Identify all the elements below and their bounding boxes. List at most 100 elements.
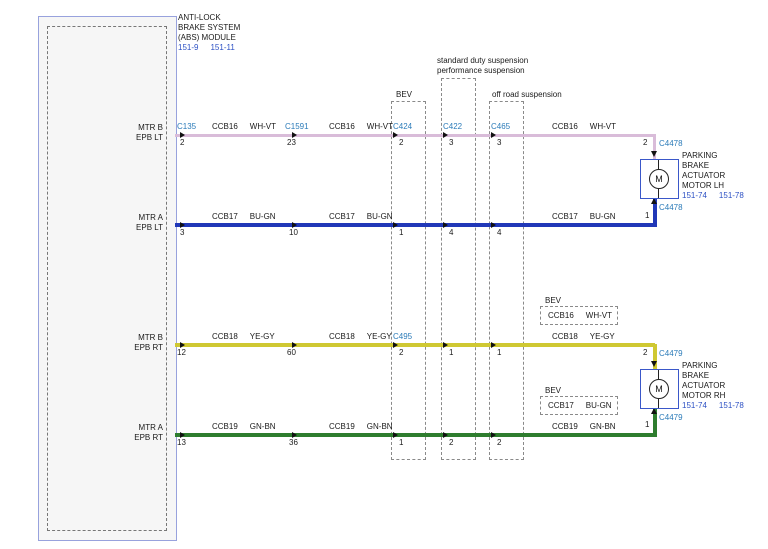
motor-rh-symbol: M xyxy=(640,369,679,409)
bev-insert-label: BEV xyxy=(545,386,562,395)
pin-number: 4 xyxy=(449,228,454,237)
pin-number: 1 xyxy=(399,438,404,447)
pin-number: 1 xyxy=(645,211,650,220)
connector-arrow-icon xyxy=(651,361,657,367)
abs-module-inner-dashed-box xyxy=(47,26,167,531)
connector-label-c4479[interactable]: C4479 xyxy=(659,413,683,422)
connector-arrow-icon xyxy=(393,222,398,228)
pin-number: 1 xyxy=(497,348,502,357)
motor-rh-label: PARKING BRAKE ACTUATOR MOTOR RH xyxy=(682,361,726,400)
connector-arrow-icon xyxy=(292,432,297,438)
pin-number: 1 xyxy=(645,420,650,429)
connector-label-c465[interactable]: C465 xyxy=(491,122,511,131)
connector-arrow-icon xyxy=(292,132,297,138)
page-ref-link[interactable]: 151-74 xyxy=(682,191,707,200)
pin-number: 3 xyxy=(497,138,502,147)
pin-number: 2 xyxy=(643,348,648,357)
motor-terminal xyxy=(658,189,659,198)
pin-number: 10 xyxy=(289,228,298,237)
page-ref-link[interactable]: 151-9 xyxy=(178,43,199,52)
wire-ccb18 xyxy=(175,343,655,347)
pin-number: 60 xyxy=(287,348,296,357)
motor-lh-label: PARKING BRAKE ACTUATOR MOTOR LH xyxy=(682,151,726,190)
pin-number: 4 xyxy=(497,228,502,237)
abs-module-title-line: (ABS) MODULE xyxy=(178,33,236,42)
motor-lh-page-refs: 151-74 151-78 xyxy=(682,192,744,200)
motor-terminal xyxy=(658,160,659,169)
option-label-offroad: off road suspension xyxy=(492,90,562,99)
page-ref-link[interactable]: 151-11 xyxy=(210,43,235,52)
pin-number: 1 xyxy=(399,228,404,237)
abs-module-title-line: BRAKE SYSTEM xyxy=(178,23,241,32)
option-label-bev: BEV xyxy=(396,90,413,99)
abs-module-page-refs: 151-9 151-11 xyxy=(178,44,235,52)
connector-arrow-icon xyxy=(393,432,398,438)
pin-number: 2 xyxy=(180,138,185,147)
connector-arrow-icon xyxy=(651,408,657,414)
option-box-bev xyxy=(391,101,426,460)
page-ref-link[interactable]: 151-78 xyxy=(718,401,744,410)
connector-arrow-icon xyxy=(180,342,185,348)
page-ref-link[interactable]: 151-74 xyxy=(682,401,707,410)
pin-number: 2 xyxy=(399,138,404,147)
motor-terminal xyxy=(658,370,659,379)
connector-arrow-icon xyxy=(180,132,185,138)
motor-terminal xyxy=(658,399,659,408)
pin-number: 2 xyxy=(497,438,502,447)
connector-arrow-icon xyxy=(443,432,448,438)
wire-ccb17-rise xyxy=(653,197,657,227)
connector-label-c4478[interactable]: C4478 xyxy=(659,139,683,148)
pin-number: 1 xyxy=(449,348,454,357)
connector-label-c4478[interactable]: C4478 xyxy=(659,203,683,212)
connector-arrow-icon xyxy=(443,132,448,138)
pin-number: 12 xyxy=(177,348,186,357)
connector-label-c135[interactable]: C135 xyxy=(177,122,197,131)
connector-arrow-icon xyxy=(491,342,496,348)
motor-m-icon: M xyxy=(649,169,669,189)
abs-module-box xyxy=(38,16,177,541)
wire-ccb16 xyxy=(175,134,655,137)
motor-lh-symbol: M xyxy=(640,159,679,199)
pin-number: 36 xyxy=(289,438,298,447)
abs-module-title: ANTI-LOCK BRAKE SYSTEM (ABS) MODULE xyxy=(178,14,240,42)
wire-ccb16-drop xyxy=(653,134,656,160)
connector-label-c1591[interactable]: C1591 xyxy=(285,122,309,131)
connector-arrow-icon xyxy=(491,432,496,438)
connector-arrow-icon xyxy=(443,222,448,228)
connector-arrow-icon xyxy=(180,222,185,228)
pin-number: 13 xyxy=(177,438,186,447)
pin-number: 3 xyxy=(180,228,185,237)
page-ref-link[interactable]: 151-78 xyxy=(718,191,744,200)
connector-arrow-icon xyxy=(491,222,496,228)
connector-label-c424[interactable]: C424 xyxy=(393,122,413,131)
wire-ccb18-drop xyxy=(653,344,657,370)
connector-label-c4479[interactable]: C4479 xyxy=(659,349,683,358)
bev-insert-label: BEV xyxy=(545,296,562,305)
connector-label-c495[interactable]: C495 xyxy=(393,332,413,341)
wire-ccb17 xyxy=(175,223,655,227)
connector-label-c422[interactable]: C422 xyxy=(443,122,463,131)
connector-arrow-icon xyxy=(651,151,657,157)
connector-arrow-icon xyxy=(393,342,398,348)
wire-ccb19-rise xyxy=(653,407,657,437)
